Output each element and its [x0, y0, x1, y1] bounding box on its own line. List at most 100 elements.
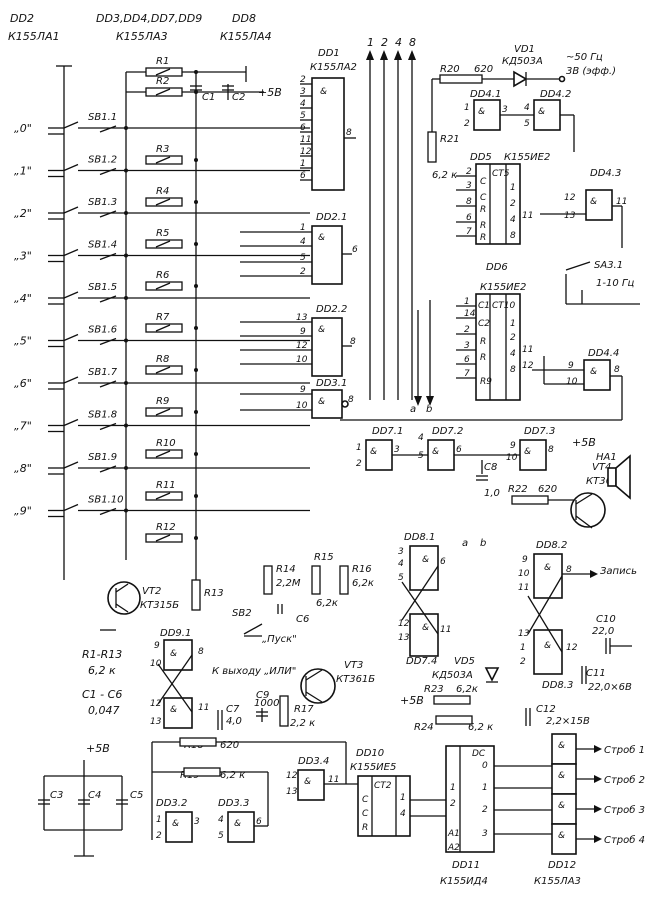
- svg-text:6: 6: [300, 171, 306, 181]
- r18-value: 620: [220, 740, 239, 751]
- capacitor-c9: C9 1000: [254, 690, 279, 722]
- svg-text:8: 8: [198, 647, 204, 657]
- resistor-r17: R17 2,2 к: [279, 695, 315, 729]
- svg-text:13: 13: [296, 313, 308, 323]
- svg-text:13: 13: [150, 717, 162, 727]
- strobe-4: Строб 4: [604, 834, 645, 846]
- strobe-1: Строб 1: [604, 744, 645, 756]
- dd11-dc: DC: [472, 749, 486, 759]
- dd34-and: &: [304, 777, 311, 787]
- c8-value: 1,0: [484, 488, 500, 499]
- svg-text:А1: А1: [447, 829, 460, 839]
- svg-text:12: 12: [150, 699, 162, 709]
- c7-label: C7: [226, 704, 240, 715]
- resistor-r19: R19 6,2 к: [180, 767, 245, 781]
- power-filter-caps: +5В C3 C4 C5: [38, 742, 143, 857]
- dd1-pin-8: 8: [346, 128, 352, 138]
- key-2[interactable]: „2"SB1.3: [14, 197, 310, 220]
- chip-dd3-2: DD3.2 & 12 3: [156, 798, 200, 843]
- svg-text:12: 12: [286, 771, 298, 781]
- svg-text:R: R: [480, 353, 486, 363]
- key-digit-label: „3": [14, 250, 32, 263]
- svg-text:4: 4: [510, 215, 516, 225]
- key-digit-label: „7": [14, 420, 32, 433]
- key-9[interactable]: „9"SB1.10: [14, 495, 310, 518]
- switch-sa3-1[interactable]: SA3.1 1-10 Гц: [565, 260, 640, 305]
- resistor-r11: R11: [145, 480, 198, 501]
- c11-label: C11: [586, 668, 606, 679]
- key-digit-label: „2": [14, 207, 32, 220]
- svg-text:6: 6: [300, 123, 306, 133]
- dd11-type: К155ИД4: [440, 876, 488, 887]
- svg-text:C: C: [480, 177, 487, 187]
- key-0[interactable]: „0"SB1.1: [14, 112, 310, 135]
- svg-text:2: 2: [450, 799, 456, 809]
- key-4[interactable]: „4"SB1.5: [14, 282, 310, 305]
- resistor-r15: R15 6,2к: [311, 552, 338, 609]
- key-5[interactable]: „5"SB1.6: [14, 325, 310, 348]
- top-output-1: 1: [367, 36, 374, 49]
- svg-text:11: 11: [300, 135, 311, 145]
- dd1-label: DD1: [318, 48, 340, 59]
- svg-text:6: 6: [256, 817, 262, 827]
- key-digit-label: „6": [14, 377, 32, 390]
- dd6-label: DD6: [486, 262, 508, 273]
- capacitor-c7: C7 4,0: [217, 704, 242, 730]
- note-c1-c6: C1 - C6: [82, 688, 122, 701]
- svg-text:4: 4: [218, 815, 224, 825]
- ac-voltage: 3В (эфф.): [566, 66, 616, 77]
- resistor-r2: R2: [145, 76, 198, 97]
- dd43-and: &: [590, 197, 597, 207]
- header-dd8-type: К155ЛА4: [220, 30, 272, 43]
- button-sb2-start[interactable]: SB2 „Пуск": [232, 608, 297, 645]
- svg-text:3: 3: [466, 181, 472, 191]
- svg-text:4: 4: [418, 433, 424, 443]
- r22-value: 620: [538, 484, 557, 495]
- transistor-vt3: VT3 КТ361Б: [300, 660, 375, 704]
- dd12c-and: &: [558, 801, 565, 811]
- key-3[interactable]: „3"SB1.4: [14, 240, 310, 263]
- svg-text:4: 4: [510, 349, 516, 359]
- svg-text:А2: А2: [447, 843, 460, 853]
- dd12-type: К155ЛА3: [534, 876, 581, 887]
- resistor-r23: R23 6,2к: [424, 684, 478, 705]
- header-dd8: DD8: [232, 12, 256, 25]
- dd10-ct: CT2: [374, 781, 392, 791]
- svg-text:1: 1: [400, 793, 406, 803]
- header-dd3-type: К155ЛА3: [116, 30, 168, 43]
- svg-text:4: 4: [300, 99, 306, 109]
- c10-value: 22,0: [592, 626, 614, 637]
- chip-dd4-2: DD4.2 & 45: [431, 79, 575, 152]
- svg-text:3: 3: [464, 341, 470, 351]
- dd73-label: DD7.3: [524, 426, 555, 437]
- dd91b-and: &: [170, 705, 177, 715]
- resistor-r6: R6: [145, 270, 198, 291]
- svg-text:6: 6: [464, 355, 470, 365]
- dd43-label: DD4.3: [590, 168, 621, 179]
- svg-text:C: C: [362, 809, 369, 819]
- bottom-wires: [151, 741, 552, 840]
- dd91-label: DD9.1: [160, 628, 191, 639]
- svg-text:9: 9: [510, 441, 516, 451]
- key-1[interactable]: „1"SB1.2: [14, 155, 310, 178]
- transistor-vt4: VT4 КТ361Б: [570, 462, 625, 529]
- key-digit-label: „1": [14, 165, 32, 178]
- resistor-label: R12: [156, 522, 176, 533]
- diode-vd1: VD1 КД503А ~50 Гц 3В (эфф.): [502, 44, 616, 88]
- key-8[interactable]: „8"SB1.9: [14, 452, 310, 475]
- r14-value: 2,2М: [276, 578, 301, 589]
- to-or-output: К выходу „ИЛИ": [212, 666, 296, 677]
- svg-text:2: 2: [300, 267, 306, 277]
- key-6[interactable]: „6" SB1.7: [14, 367, 310, 390]
- key-ref-label: SB1.7: [88, 367, 118, 378]
- key-7[interactable]: „7"SB1.8: [14, 410, 310, 433]
- transistor-vt2: VT2 КТ315Б: [100, 581, 179, 631]
- strobe-3: Строб 3: [604, 804, 645, 816]
- svg-text:2: 2: [510, 199, 516, 209]
- label-b-2: b: [480, 538, 486, 549]
- c7-value: 4,0: [226, 716, 242, 727]
- svg-text:4: 4: [524, 103, 530, 113]
- r14-label: R14: [276, 564, 296, 575]
- svg-text:10: 10: [518, 569, 530, 579]
